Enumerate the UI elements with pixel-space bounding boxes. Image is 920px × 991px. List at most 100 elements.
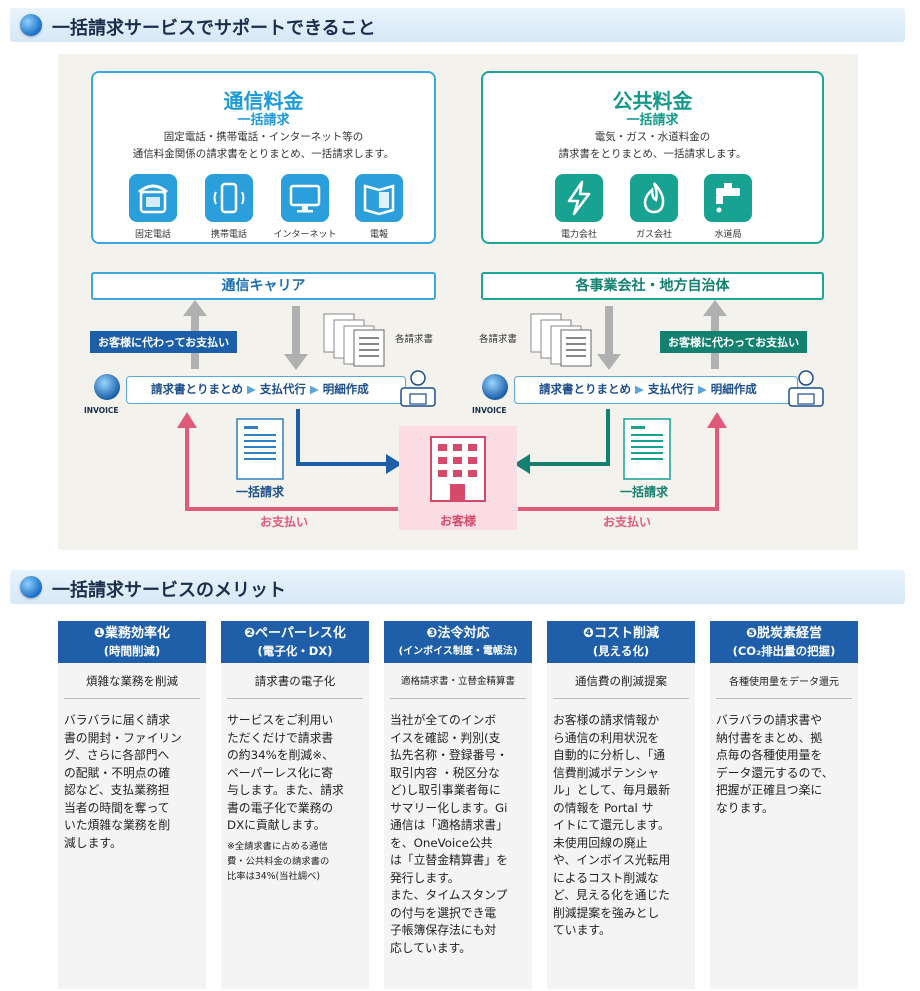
merit-body: お客様の請求情報か ら通信の利用状況を 自動的に分析し、「通 信費削減ポテンシャ… [553, 713, 671, 937]
icon-label: インターネット [273, 230, 337, 240]
merit-subtitle: 通信費の削減提案 [575, 674, 667, 688]
invoice-logo-text: INVOICE [472, 406, 507, 415]
merit-subtitle: 適格請求書・立替金精算書 [400, 676, 515, 687]
payment-label-right: お支払い [603, 515, 652, 529]
invoice-logo: INVOICE [472, 374, 522, 424]
merit-title: ❶業務効率化 [93, 626, 170, 641]
bullet-icon [20, 14, 42, 36]
carrier-band: 通信キャリア [91, 272, 436, 300]
merit-note: ※全請求書に占める通信 費・公共料金の請求書の 比率は34%(当社調べ) [227, 841, 330, 882]
section-title: 一括請求サービスでサポートできること [52, 18, 376, 39]
telecom-desc-1: 固定電話・携帯電話・インターネット等の [163, 131, 364, 143]
utility-panel: 公共料金 一括請求 電気・ガス・水道料金の 請求書をとりまとめ、一括請求します。… [481, 71, 824, 244]
merit-title-sub: (CO₂排出量の把握) [732, 644, 836, 658]
customer-box: お客様 [399, 426, 517, 530]
flow-step: 明細作成 [710, 382, 757, 396]
merit-title-sub: (見える化) [592, 644, 650, 658]
merit-title-sub: (インボイス制度・電帳法) [398, 646, 518, 657]
merit-body: バラバラの請求書や 納付書をまとめ、拠 点毎の各種使用量を データ還元するので、… [716, 713, 834, 815]
utility-subtitle: 一括請求 [626, 113, 679, 128]
provider-band: 各事業会社・地方自治体 [481, 272, 824, 300]
bundled-invoice-doc-icon [623, 418, 671, 484]
payment-label-left: お支払い [260, 515, 309, 529]
section-header-merits: 一括請求サービスのメリット [10, 570, 905, 604]
merit-card: ❶業務効率化 (時間削減) 煩雑な業務を削減 バラバラに届く請求 書の開封・ファ… [58, 621, 206, 989]
utility-title: 公共料金 [612, 89, 693, 113]
operator-person-icon [788, 368, 824, 412]
telecom-desc-2: 通信料金関係の請求書をとりまとめ、一括請求します。 [132, 148, 395, 160]
icon-label: 電力会社 [560, 230, 597, 240]
telecom-panel: 通信料金 一括請求 固定電話・携帯電話・インターネット等の 通信料金関係の請求書… [91, 71, 436, 244]
telegram-card-icon [355, 174, 403, 222]
merit-subtitle: 請求書の電子化 [254, 674, 336, 688]
invoice-logo-text: INVOICE [84, 406, 119, 415]
flow-bar-left: 請求書とりまとめ ▶ 支払代行 ▶ 明細作成 [126, 376, 406, 404]
merit-card-header: ❸法令対応 (インボイス制度・電帳法) [384, 621, 532, 663]
icon-label: ガス会社 [635, 230, 672, 240]
bills-stack-icon [322, 312, 392, 372]
customer-label: お客様 [439, 514, 476, 528]
section-header-support: 一括請求サービスでサポートできること [10, 8, 905, 42]
building-icon [430, 436, 486, 506]
merit-card-header: ❹コスト削減 (見える化) [547, 621, 695, 663]
landline-phone-icon [129, 174, 177, 222]
arrow-down-right [597, 306, 621, 370]
flow-step: 明細作成 [322, 382, 369, 396]
merit-card-header: ❷ペーパーレス化 (電子化・DX) [221, 621, 369, 663]
merit-title-sub: (電子化・DX) [257, 644, 333, 658]
telecom-subtitle: 一括請求 [237, 113, 290, 128]
divider [553, 698, 689, 699]
operator-person-icon [400, 368, 436, 412]
bundle-arrow-right [528, 409, 610, 466]
bundle-label-right: 一括請求 [620, 485, 669, 499]
flow-step: 支払代行 [647, 382, 694, 396]
faucet-icon [704, 174, 752, 222]
merit-title: ❺脱炭素経営 [745, 626, 822, 641]
invoice-logo: INVOICE [84, 374, 134, 424]
monitor-icon [281, 174, 329, 222]
icon-label: 水道局 [714, 230, 742, 240]
flame-icon [630, 174, 678, 222]
bundle-arrow-left [296, 409, 388, 466]
merit-title: ❸法令対応 [426, 626, 490, 641]
flow-step: 請求書とりまとめ [151, 382, 243, 396]
pay-on-behalf-tag-left: お客様に代わってお支払い [90, 331, 238, 353]
merit-card: ❷ペーパーレス化 (電子化・DX) 請求書の電子化 サービスをご利用い ただくだ… [221, 621, 369, 989]
icon-label: 携帯電話 [210, 230, 247, 240]
payment-arrow-right [518, 426, 719, 511]
icon-label: 電報 [369, 230, 388, 240]
merit-body: サービスをご利用い ただくだけで請求書 の約34%を削減※、 ペーパーレス化に寄… [227, 713, 344, 832]
lightning-icon [555, 174, 603, 222]
merit-card-header: ❶業務効率化 (時間削減) [58, 621, 206, 663]
merit-subtitle: 煩雑な業務を削減 [86, 674, 178, 688]
divider [227, 698, 363, 699]
icon-label: 固定電話 [134, 230, 171, 240]
bundle-label-left: 一括請求 [236, 485, 285, 499]
bills-label-left: 各請求書 [395, 334, 434, 345]
section-title: 一括請求サービスのメリット [52, 580, 286, 601]
merit-card: ❺脱炭素経営 (CO₂排出量の把握) 各種使用量をデータ還元 バラバラの請求書や… [710, 621, 858, 989]
merit-card: ❹コスト削減 (見える化) 通信費の削減提案 お客様の請求情報か ら通信の利用状… [547, 621, 695, 989]
bundled-invoice-doc-icon [236, 418, 284, 484]
payment-arrow-left [185, 426, 398, 511]
merit-title: ❹コスト削減 [582, 626, 659, 641]
merit-card: ❸法令対応 (インボイス制度・電帳法) 適格請求書・立替金精算書 当社が全てのイ… [384, 621, 532, 989]
flow-bar-right: 請求書とりまとめ ▶ 支払代行 ▶ 明細作成 [514, 376, 798, 404]
flow-step: 請求書とりまとめ [539, 382, 631, 396]
merit-title: ❷ペーパーレス化 [244, 626, 346, 641]
divider [64, 698, 200, 699]
divider [716, 698, 852, 699]
merit-subtitle: 各種使用量をデータ還元 [729, 677, 839, 688]
flow-step: 支払代行 [259, 382, 306, 396]
pay-on-behalf-tag-right: お客様に代わってお支払い [660, 331, 808, 353]
service-diagram: 通信料金 一括請求 固定電話・携帯電話・インターネット等の 通信料金関係の請求書… [58, 54, 858, 550]
telecom-title: 通信料金 [223, 89, 304, 113]
divider [390, 698, 526, 699]
mobile-phone-icon [205, 174, 253, 222]
bills-stack-icon [529, 312, 599, 372]
merit-card-header: ❺脱炭素経営 (CO₂排出量の把握) [710, 621, 858, 663]
utility-desc-1: 電気・ガス・水道料金の [594, 131, 711, 143]
bills-label-right: 各請求書 [479, 334, 518, 345]
merit-body: バラバラに届く請求 書の開封・ファイリン グ、さらに各部門へ の配賦・不明点の確… [64, 713, 182, 850]
bullet-icon [20, 576, 42, 598]
